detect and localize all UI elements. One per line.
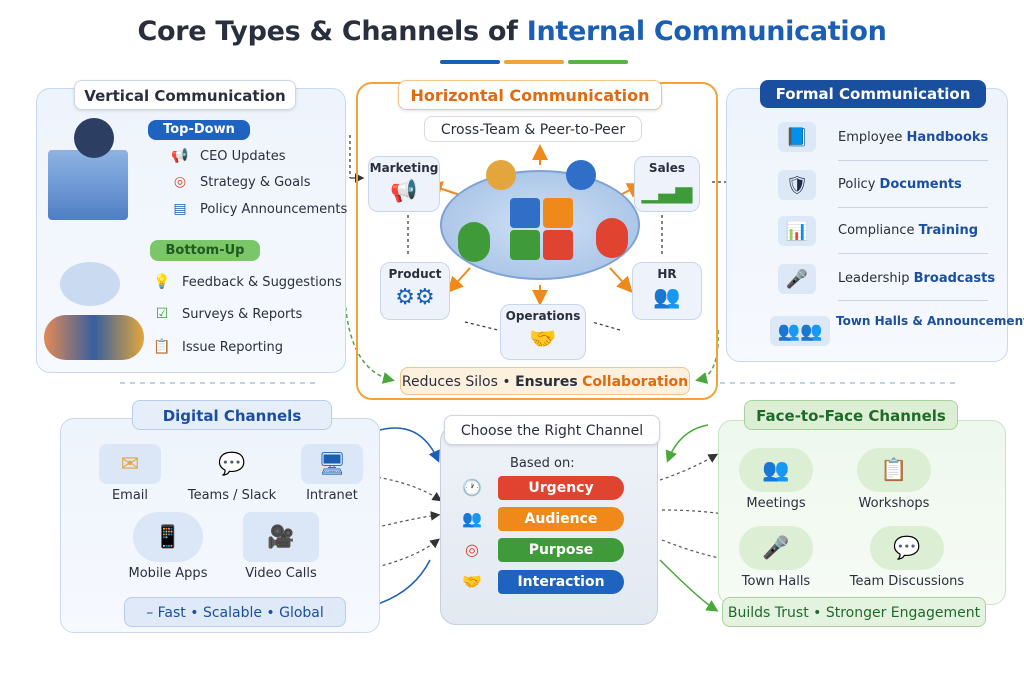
choose-subtitle: Based on: [510,456,575,471]
top-down-label: Top-Down [148,120,250,140]
team-people-icon [44,315,144,360]
clipboard-icon: 📋 [153,339,171,355]
meeting-icon: 👥 [739,448,813,492]
node-operations: Operations🤝 [500,304,586,360]
speaker-person-icon [74,118,114,158]
formal-title: Formal Communication [760,80,986,108]
title-bar-blue [440,60,500,64]
channel-team-discussions: 💬Team Discussions [842,526,972,589]
person-icon [596,218,628,258]
puzzle-piece-orange [543,198,573,228]
choose-title: Choose the Right Channel [444,415,660,445]
formal-item: Policy Documents [838,177,962,192]
town-hall-icon: 🎤 [739,526,813,570]
formal-item: Compliance Training [838,223,979,238]
megaphone-icon: 📢 [171,148,189,164]
vertical-title: Vertical Communication [74,80,296,110]
building-icon [48,150,128,220]
horizontal-footer: Reduces Silos • Ensures Collaboration [400,367,690,395]
presentation-icon: 📊 [778,216,816,246]
horizontal-subtitle: Cross-Team & Peer-to-Peer [424,116,642,142]
top-down-item: ◎Strategy & Goals [168,171,311,193]
criterion-purpose: Purpose [498,538,624,562]
clock-icon: 🕐 [462,478,482,497]
node-hr: HR👥 [632,262,702,320]
title-prefix: Core Types & Channels of [137,16,518,47]
node-sales: Sales▁▃▅ [634,156,700,212]
chat-bubbles-icon: 💬 [218,451,246,477]
horizontal-title: Horizontal Communication [398,80,662,110]
channel-teams-slack: 💬Teams / Slack [180,444,284,504]
divider [838,207,988,208]
face-footer: Builds Trust • Stronger Engagement [722,597,986,627]
formal-item: Employee Handbooks [838,130,989,145]
digital-title: Digital Channels [132,400,332,430]
people-icon: 👥 [462,509,482,528]
bottom-up-item: 📋Issue Reporting [150,336,283,358]
puzzle-piece-red [543,230,573,260]
title-highlight: Internal Communication [526,16,887,47]
divider [838,253,988,254]
workshop-icon: 📋 [857,448,931,492]
video-call-icon: 🎥 [243,512,319,562]
formal-item: Leadership Broadcasts [838,271,996,286]
channel-intranet: 🖥Intranet [290,444,374,503]
node-marketing: Marketing📢 [368,156,440,212]
bottom-up-item: 💡Feedback & Suggestions [150,271,341,293]
person-icon [458,222,490,262]
bar-chart-icon: ▁▃▅ [641,179,693,204]
handshake-icon: 🤝 [462,572,482,591]
formal-item: Town Halls & Announcements [836,314,1024,328]
puzzle-piece-blue [510,198,540,228]
globe-monitor-icon: 🖥 [301,444,363,484]
divider [838,300,988,301]
bottom-up-item: ☑Surveys & Reports [150,303,303,325]
face-title: Face-to-Face Channels [744,400,958,430]
podium-icon: 🎤 [778,264,816,294]
channel-meetings: 👥Meetings [728,448,824,511]
smartphone-icon: 📱 [133,512,203,562]
megaphone-icon: 📢 [390,179,418,204]
channel-workshops: 📋Workshops [846,448,942,511]
lightbulb-icon: 💡 [153,274,171,290]
person-icon [566,160,596,190]
digital-footer: – Fast • Scalable • Global [124,597,346,627]
page-title: Core Types & Channels of Internal Commun… [0,16,1024,47]
gears-icon: ⚙⚙ [395,285,435,310]
top-down-item: 📢CEO Updates [168,145,285,167]
formal-communication-panel [726,88,1008,362]
channel-town-halls: 🎤Town Halls [728,526,824,589]
criterion-interaction: Interaction [498,570,624,594]
title-bar-orange [504,60,564,64]
criterion-audience: Audience [498,507,624,531]
discussion-icon: 💬 [870,526,944,570]
handshake-icon: 🤝 [529,327,557,352]
manager-desk-icon [60,262,120,306]
puzzle-piece-green [510,230,540,260]
criterion-urgency: Urgency [498,476,624,500]
email-icon: ✉ [99,444,161,484]
top-down-item: ▤Policy Announcements [168,198,347,220]
checklist-icon: ☑ [155,306,169,322]
target-icon: ◎ [173,174,187,190]
bottom-up-label: Bottom-Up [150,240,260,261]
channel-mobile-apps: 📱Mobile Apps [120,512,216,581]
divider [838,160,988,161]
title-bar-green [568,60,628,64]
shield-document-icon: 🛡 [778,170,816,200]
document-icon: ▤ [173,201,187,217]
audience-icon: 👥👥 [770,316,830,346]
channel-email: ✉Email [88,444,172,503]
people-icon: 👥 [653,285,681,310]
target-icon: ◎ [465,540,479,559]
person-icon [486,160,516,190]
channel-video-calls: 🎥Video Calls [234,512,328,581]
node-product: Product⚙⚙ [380,262,450,320]
book-icon: 📘 [778,122,816,152]
